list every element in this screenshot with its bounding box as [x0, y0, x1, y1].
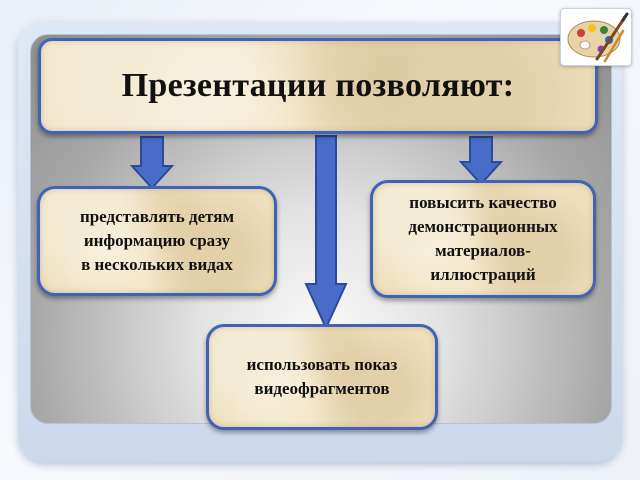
node-improve-quality: повысить качество демонстрационных матер… — [370, 180, 596, 298]
title-box: Презентации позволяют: — [38, 38, 598, 134]
node-show-video: использовать показ видеофрагментов — [206, 324, 438, 430]
node-improve-quality-label: повысить качество демонстрационных матер… — [408, 193, 558, 284]
node-show-video-label: использовать показ видеофрагментов — [246, 355, 398, 398]
page-title: Презентации позволяют: — [121, 67, 515, 104]
node-present-info: представлять детям информацию сразу в не… — [37, 186, 277, 296]
paint-palette-icon — [560, 8, 632, 66]
node-present-info-label: представлять детям информацию сразу в не… — [79, 207, 235, 274]
